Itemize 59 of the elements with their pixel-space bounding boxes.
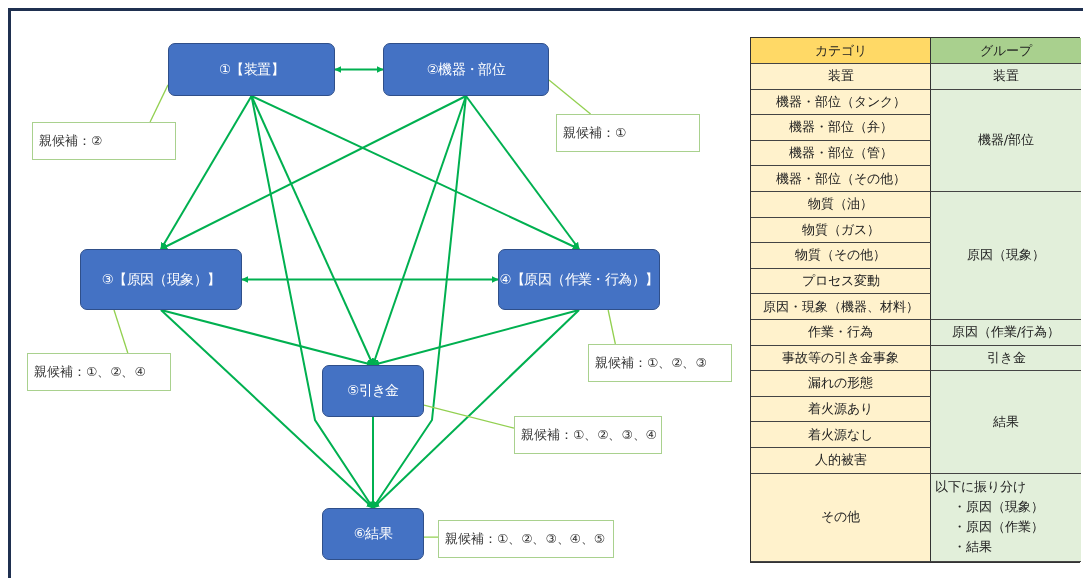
table-cell: 物質（その他） (751, 243, 931, 269)
process-box: ③【原因（現象）】 (80, 249, 242, 310)
arrow (250, 95, 374, 366)
leader-line (548, 79, 592, 115)
table-cell: 機器・部位（弁） (751, 115, 931, 141)
cell-text: ・原因（作業） (952, 518, 1044, 536)
leader-line (607, 309, 616, 345)
arrow (160, 95, 253, 250)
table-cell: 機器・部位（タンク） (751, 89, 931, 116)
callout-box: 親候補：①、②、③、④、⑤ (438, 520, 614, 558)
cell-text: ・原因（現象） (952, 498, 1044, 516)
arrow (160, 95, 467, 250)
table-cell: 機器・部位（その他） (751, 166, 931, 192)
leader-line (149, 84, 169, 123)
process-box: ②機器・部位 (383, 43, 549, 96)
process-box: ⑤引き金 (322, 365, 424, 417)
callout-box: 親候補：①、②、③ (588, 344, 732, 382)
table-cell: 事故等の引き金事象 (751, 345, 931, 372)
callout-box: 親候補：①、②、④ (27, 353, 171, 391)
arrow (465, 95, 580, 250)
cell-text: 以下に振り分け (935, 478, 1026, 496)
arrow (371, 95, 467, 366)
table-cell: 原因（作業/行為） (931, 319, 1081, 346)
callout-box: 親候補：② (32, 122, 176, 160)
arrow (334, 66, 384, 73)
column-header: グループ (931, 38, 1081, 64)
arrow (372, 309, 580, 509)
table-cell: プロセス変動 (751, 268, 931, 295)
table-cell: 人的被害 (751, 447, 931, 474)
table-cell: 漏れの形態 (751, 371, 931, 397)
process-box: ①【装置】 (168, 43, 335, 96)
arrow (372, 309, 580, 367)
table-cell: 結果 (931, 371, 1081, 474)
arrow (160, 309, 374, 509)
table-cell: 装置 (751, 64, 931, 90)
callout-box: 親候補：① (556, 114, 700, 152)
table-cell: 装置 (931, 64, 1081, 90)
table-cell: 作業・行為 (751, 319, 931, 346)
callout-box: 親候補：①、②、③、④ (514, 416, 662, 454)
table-cell: 引き金 (931, 345, 1081, 372)
arrow (160, 309, 374, 367)
table-cell: その他 (751, 473, 931, 562)
leader-line (423, 536, 439, 538)
table-cell: 機器/部位 (931, 89, 1081, 192)
table-cell: 原因・現象（機器、材料） (751, 294, 931, 320)
table-cell: 機器・部位（管） (751, 140, 931, 167)
leader-line (423, 404, 515, 429)
table-cell: 原因（現象） (931, 191, 1081, 320)
table-cell: 着火源なし (751, 422, 931, 448)
process-box: ⑥結果 (322, 508, 424, 560)
table-cell: 物質（油） (751, 191, 931, 218)
cell-text: ・結果 (952, 538, 992, 556)
leader-line (113, 309, 129, 354)
column-header: カテゴリ (751, 38, 931, 64)
arrow (250, 95, 580, 250)
table-cell: 着火源あり (751, 396, 931, 423)
process-box: ④【原因（作業・行為）】 (498, 249, 660, 310)
table-cell: 物質（ガス） (751, 217, 931, 244)
arrow (241, 276, 499, 283)
